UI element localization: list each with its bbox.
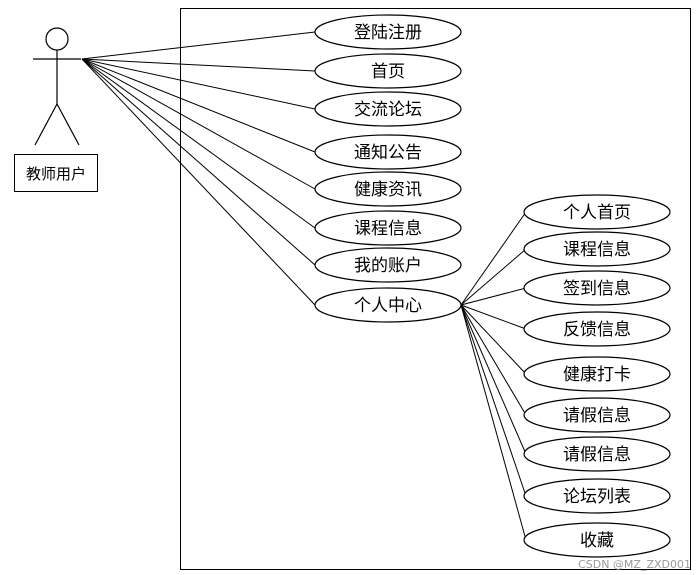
actor-right-leg <box>56 103 80 146</box>
use-case-forum: 交流论坛 <box>314 91 462 127</box>
sub-use-case-health-punch: 健康打卡 <box>523 356 671 392</box>
use-case-ellipse <box>523 522 671 558</box>
sub-use-case-personal-home: 个人首页 <box>523 194 671 230</box>
use-case-ellipse <box>523 194 671 230</box>
use-case-ellipse <box>523 356 671 392</box>
use-case-personal-center: 个人中心 <box>314 287 462 323</box>
association-line-health-news <box>81 58 316 190</box>
include-line-leave-1 <box>460 304 527 416</box>
association-line-login <box>81 31 316 60</box>
sub-use-case-feedback: 反馈信息 <box>523 311 671 347</box>
association-line-account <box>81 58 316 266</box>
use-case-ellipse <box>523 397 671 433</box>
use-case-account: 我的账户 <box>314 247 462 283</box>
use-case-course: 课程信息 <box>314 210 462 246</box>
sub-use-case-leave-1: 请假信息 <box>523 397 671 433</box>
use-case-ellipse <box>523 436 671 472</box>
use-case-home: 首页 <box>314 53 462 89</box>
use-case-ellipse <box>523 478 671 514</box>
use-case-notice: 通知公告 <box>314 134 462 170</box>
include-line-leave-2 <box>460 304 527 455</box>
use-case-label: 反馈信息 <box>563 320 631 340</box>
include-line-health-punch <box>460 304 527 375</box>
include-line-checkin <box>460 287 527 306</box>
use-case-label: 登陆注册 <box>354 23 422 43</box>
use-case-ellipse <box>523 311 671 347</box>
use-case-label: 请假信息 <box>563 445 631 465</box>
use-case-label: 健康资讯 <box>354 180 422 200</box>
include-line-favorites <box>460 304 527 541</box>
actor-left-leg <box>34 103 58 146</box>
association-line-course <box>81 58 316 229</box>
use-case-label: 课程信息 <box>563 240 631 260</box>
use-case-label: 健康打卡 <box>563 365 631 385</box>
use-case-label: 签到信息 <box>563 279 631 299</box>
association-line-personal-center <box>81 58 316 306</box>
personal-center-lines <box>460 211 527 541</box>
use-case-label: 课程信息 <box>354 219 422 239</box>
use-case-ellipse <box>314 247 462 283</box>
include-line-personal-home <box>460 211 527 306</box>
use-case-ellipse <box>314 171 462 207</box>
system-boundary <box>180 8 691 570</box>
sub-use-case-pc-course: 课程信息 <box>523 231 671 267</box>
use-case-ellipse <box>314 14 462 50</box>
use-case-label: 个人中心 <box>354 296 422 316</box>
include-line-feedback <box>460 304 527 330</box>
use-case-ellipse <box>314 91 462 127</box>
sub-use-case-leave-2: 请假信息 <box>523 436 671 472</box>
association-line-forum <box>81 58 316 110</box>
use-case-ellipse <box>314 53 462 89</box>
use-case-label: 收藏 <box>580 531 614 551</box>
include-line-pc-course <box>460 248 527 306</box>
actor-label: 教师用户 <box>14 154 98 192</box>
sub-use-case-favorites: 收藏 <box>523 522 671 558</box>
actor-head <box>45 27 69 51</box>
use-case-label: 首页 <box>371 62 405 82</box>
association-line-notice <box>81 58 316 153</box>
use-case-label: 交流论坛 <box>354 100 422 120</box>
use-case-label: 我的账户 <box>354 256 422 276</box>
use-case-label: 论坛列表 <box>563 487 631 507</box>
use-case-ellipse <box>314 210 462 246</box>
use-case-ellipse <box>523 270 671 306</box>
use-case-label: 通知公告 <box>354 143 422 163</box>
association-line-home <box>81 58 316 72</box>
use-case-ellipse <box>523 231 671 267</box>
use-case-label: 个人首页 <box>563 203 631 223</box>
association-lines <box>81 31 316 306</box>
use-case-ellipse <box>314 287 462 323</box>
include-line-forum-list <box>460 304 527 497</box>
sub-use-case-checkin: 签到信息 <box>523 270 671 306</box>
use-case-label: 请假信息 <box>563 406 631 426</box>
use-case-login: 登陆注册 <box>314 14 462 50</box>
use-case-health-news: 健康资讯 <box>314 171 462 207</box>
use-case-ellipse <box>314 134 462 170</box>
actor-figure <box>33 27 81 146</box>
sub-use-case-forum-list: 论坛列表 <box>523 478 671 514</box>
watermark: CSDN @MZ_ZXD001 <box>578 558 691 571</box>
